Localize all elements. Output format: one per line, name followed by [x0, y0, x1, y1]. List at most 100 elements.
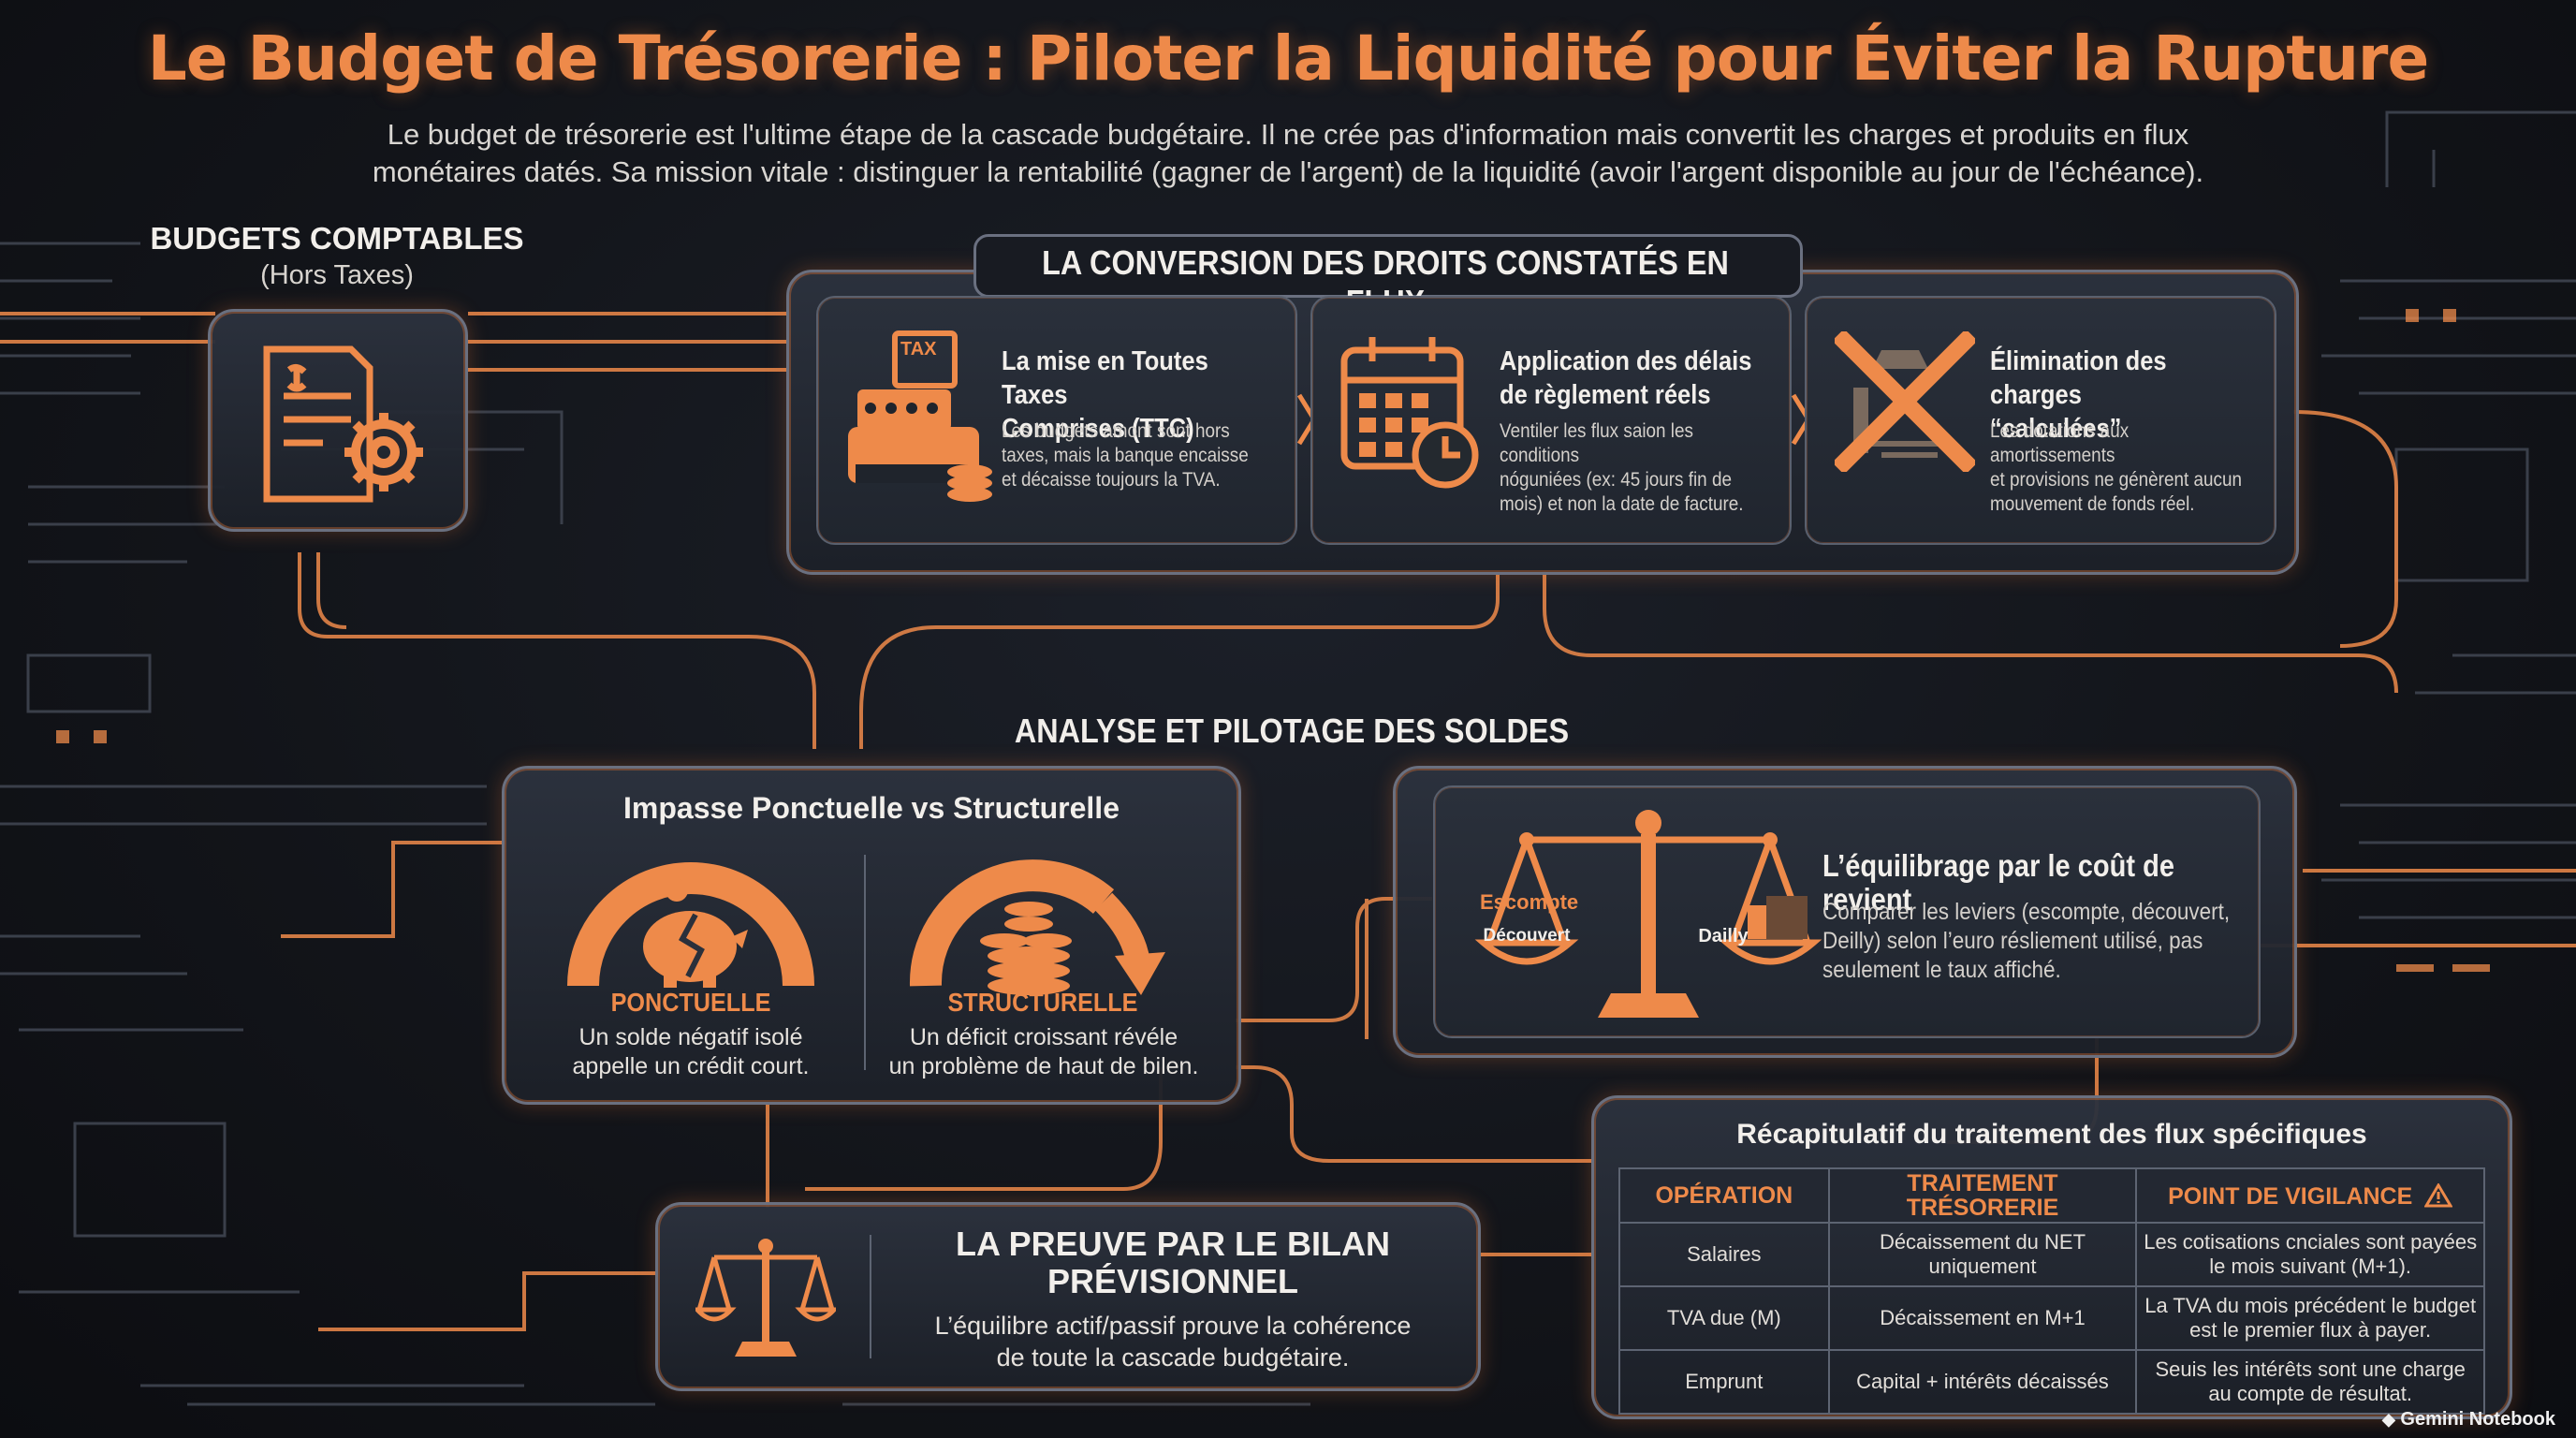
table-cell-line: le mois suivant (M+1). [2209, 1255, 2412, 1278]
gemini-icon: ◆ [2382, 1410, 2395, 1429]
equilibrage-text-2: Deilly) selon l’euro résliement utilisé,… [1822, 928, 2203, 954]
equilibrage-title: L’équilibrage par le coût de revient [1822, 848, 2174, 917]
recap-header-operation: OPÉRATION [1618, 1167, 1830, 1224]
ponctuelle-text: Un solde négatif isolé appelle un crédit… [527, 1023, 855, 1081]
ponctuelle-label: PONCTUELLE [610, 988, 771, 1017]
equilibrage-text-3: seulement le taux affiché. [1822, 957, 2061, 983]
card-ttc-text-2: taxes, mais la banque encaisse [1002, 445, 1249, 466]
equilibrage-text: Comparer les leviers (escompte, découver… [1822, 898, 2235, 985]
card-delais-text-3: mois) et non la date de facture. [1500, 493, 1744, 515]
preuve-text: L’équilibre actif/passif prouve la cohér… [883, 1310, 1463, 1373]
recap-header-row: OPÉRATION TRAITEMENT TRÉSORERIE POINT DE… [1618, 1167, 2485, 1224]
card-calculees-text-1: Les dotations aux amortissements [1990, 420, 2130, 466]
footer-brand: Gemini Notebook [2400, 1409, 2555, 1430]
budgets-icon-box [208, 309, 468, 532]
table-cell: Capital + intérêts décaissés [1827, 1349, 2138, 1415]
card-calculees-text-3: mouvement de fonds réel. [1990, 493, 2195, 515]
document-gear-icon [263, 345, 423, 503]
table-cell-line: La TVA du mois précédent le budget [2144, 1294, 2477, 1317]
table-row: TVA due (M) Décaissement en M+1 La TVA du … [1618, 1285, 2485, 1351]
preuve-title: LA PREUVE PAR LE BILAN PRÉVISIONNEL [883, 1225, 1463, 1300]
preuve-divider [870, 1235, 871, 1358]
conversion-card-ttc: TAX La mise en Toutes Taxes Comprises (T… [816, 296, 1297, 545]
crossed-out-icon [1835, 331, 1975, 472]
table-cell-line: Les cotisations cnciales sont payées [2144, 1230, 2478, 1254]
budgets-heading-title: BUDGETS COMPTABLES [150, 221, 524, 256]
balance-scale-icon [1474, 810, 1822, 1018]
table-cell-line: Salaires [1687, 1242, 1762, 1266]
cash-register-icon [848, 330, 992, 502]
analyse-heading: ANALYSE ET PILOTAGE DES SOLDES [1014, 712, 1570, 750]
table-cell: Emprunt [1618, 1349, 1830, 1415]
card-ttc-title: La mise en Toutes Taxes Comprises (TTC) [1002, 345, 1273, 446]
preuve-panel: LA PREUVE PAR LE BILAN PRÉVISIONNEL L’éq… [655, 1202, 1481, 1391]
coins-down-arrow-icon [909, 859, 1165, 995]
preuve-title-1: LA PREUVE PAR LE BILAN [955, 1225, 1391, 1263]
recap-header-traitement: TRAITEMENT TRÉSORERIE [1827, 1167, 2138, 1224]
recap-header-vigilance-label: POINT DE VIGILANCE [2168, 1182, 2413, 1210]
card-calculees-title: Élimination des charges “calculées” [1990, 345, 2246, 446]
card-ttc-title-2: Comprises (TTC) [1002, 414, 1194, 444]
impasse-title: Impasse Ponctuelle vs Structurelle [623, 791, 1120, 825]
card-calculees-text-2: et provisions ne génèrent aucun [1990, 469, 2242, 491]
gemini-notebook-logo: ◆ Gemini Notebook [2382, 1409, 2555, 1431]
structurelle-text-2: un problème de haut de bilen. [888, 1053, 1199, 1079]
card-calculees-title-1: Élimination des charges [1990, 346, 2167, 410]
card-delais-title-1: Application des délais [1500, 346, 1752, 376]
ponctuelle-text-1: Un solde négatif isolé [578, 1024, 803, 1050]
preuve-text-2: de toute la cascade budgétaire. [996, 1343, 1350, 1372]
tax-icon-label: TAX [900, 339, 937, 360]
impasse-divider [864, 855, 866, 1070]
table-cell-line: TVA due (M) [1666, 1306, 1781, 1329]
recap-header-vigilance: POINT DE VIGILANCE [2135, 1167, 2485, 1224]
table-cell-line: Décaissement en M+1 [1880, 1306, 2086, 1329]
impasse-panel: Impasse Ponctuelle vs Structurelle PONCT… [502, 766, 1241, 1105]
table-cell-line: Seuis les intérêts sont une charge [2155, 1357, 2466, 1381]
recap-title: Récapitulatif du traitement des flux spé… [1736, 1119, 2367, 1150]
table-cell-line: Décaissement du NET [1879, 1230, 2086, 1254]
table-cell: Salaires [1618, 1222, 1830, 1287]
equilibrage-panel: Escompte Découvert Dailly L’équilibrage … [1393, 766, 2297, 1058]
subtitle-line-1: Le budget de trésorerie est l'ultime éta… [387, 118, 2189, 151]
ponctuelle-text-2: appelle un crédit court. [572, 1053, 810, 1079]
card-ttc-title-1: La mise en Toutes Taxes [1002, 346, 1208, 410]
equilibrage-text-1: Comparer les leviers (escompte, découver… [1822, 899, 2231, 925]
card-ttc-text: Les budgets amont sont hors taxes, mais … [1002, 419, 1280, 492]
recap-table: OPÉRATION TRAITEMENT TRÉSORERIE POINT DE… [1618, 1167, 2485, 1415]
structurelle-text: Un déficit croissant révéle un problème … [875, 1023, 1212, 1081]
conversion-card-calculees: Élimination des charges “calculées” Les … [1805, 296, 2276, 545]
table-cell-line: Capital + intérêts décaissés [1856, 1370, 2109, 1393]
card-ttc-text-3: et décaisse toujours la TVA. [1002, 469, 1221, 491]
table-cell-line: Emprunt [1685, 1370, 1764, 1393]
structurelle-text-1: Un déficit croissant révéle [909, 1024, 1178, 1050]
conversion-card-delais: Application des délais de règlement réel… [1310, 296, 1792, 545]
table-cell-line: uniquement [1928, 1255, 2037, 1278]
table-row: Emprunt Capital + intérêts décaissés Seuis… [1618, 1349, 2485, 1415]
card-ttc-text-1: Les budgets amont sont hors [1002, 420, 1230, 442]
card-delais-text: Ventiler les flux saion les conditions n… [1500, 419, 1778, 517]
card-delais-title: Application des délais de règlement réel… [1500, 345, 1764, 412]
scale-label-escompte: Escompte [1480, 890, 1579, 914]
preuve-title-2: PRÉVISIONNEL [1046, 1262, 1299, 1300]
table-cell: Décaissement en M+1 [1827, 1285, 2138, 1351]
table-cell: TVA due (M) [1618, 1285, 1830, 1351]
scale-label-decouvert: Découvert [1483, 926, 1571, 946]
scale-label-dailly: Dailly [1698, 926, 1749, 946]
piggy-bank-gauge-icon [567, 862, 814, 988]
warning-triangle-icon [2423, 1181, 2453, 1207]
card-calculees-title-2: “calculées” [1990, 414, 2122, 444]
subtitle-line-2: monétaires datés. Sa mission vitale : di… [372, 155, 2204, 188]
budgets-heading: BUDGETS COMPTABLES (Hors Taxes) [140, 221, 534, 291]
card-delais-text-1: Ventiler les flux saion les conditions [1500, 420, 1693, 466]
calendar-clock-icon [1340, 337, 1479, 489]
budgets-heading-sub: (Hors Taxes) [260, 260, 414, 290]
preuve-text-1: L’équilibre actif/passif prouve la cohér… [934, 1312, 1412, 1340]
page-subtitle: Le budget de trésorerie est l'ultime éta… [309, 116, 2267, 191]
structurelle-label: STRUCTURELLE [947, 988, 1138, 1017]
